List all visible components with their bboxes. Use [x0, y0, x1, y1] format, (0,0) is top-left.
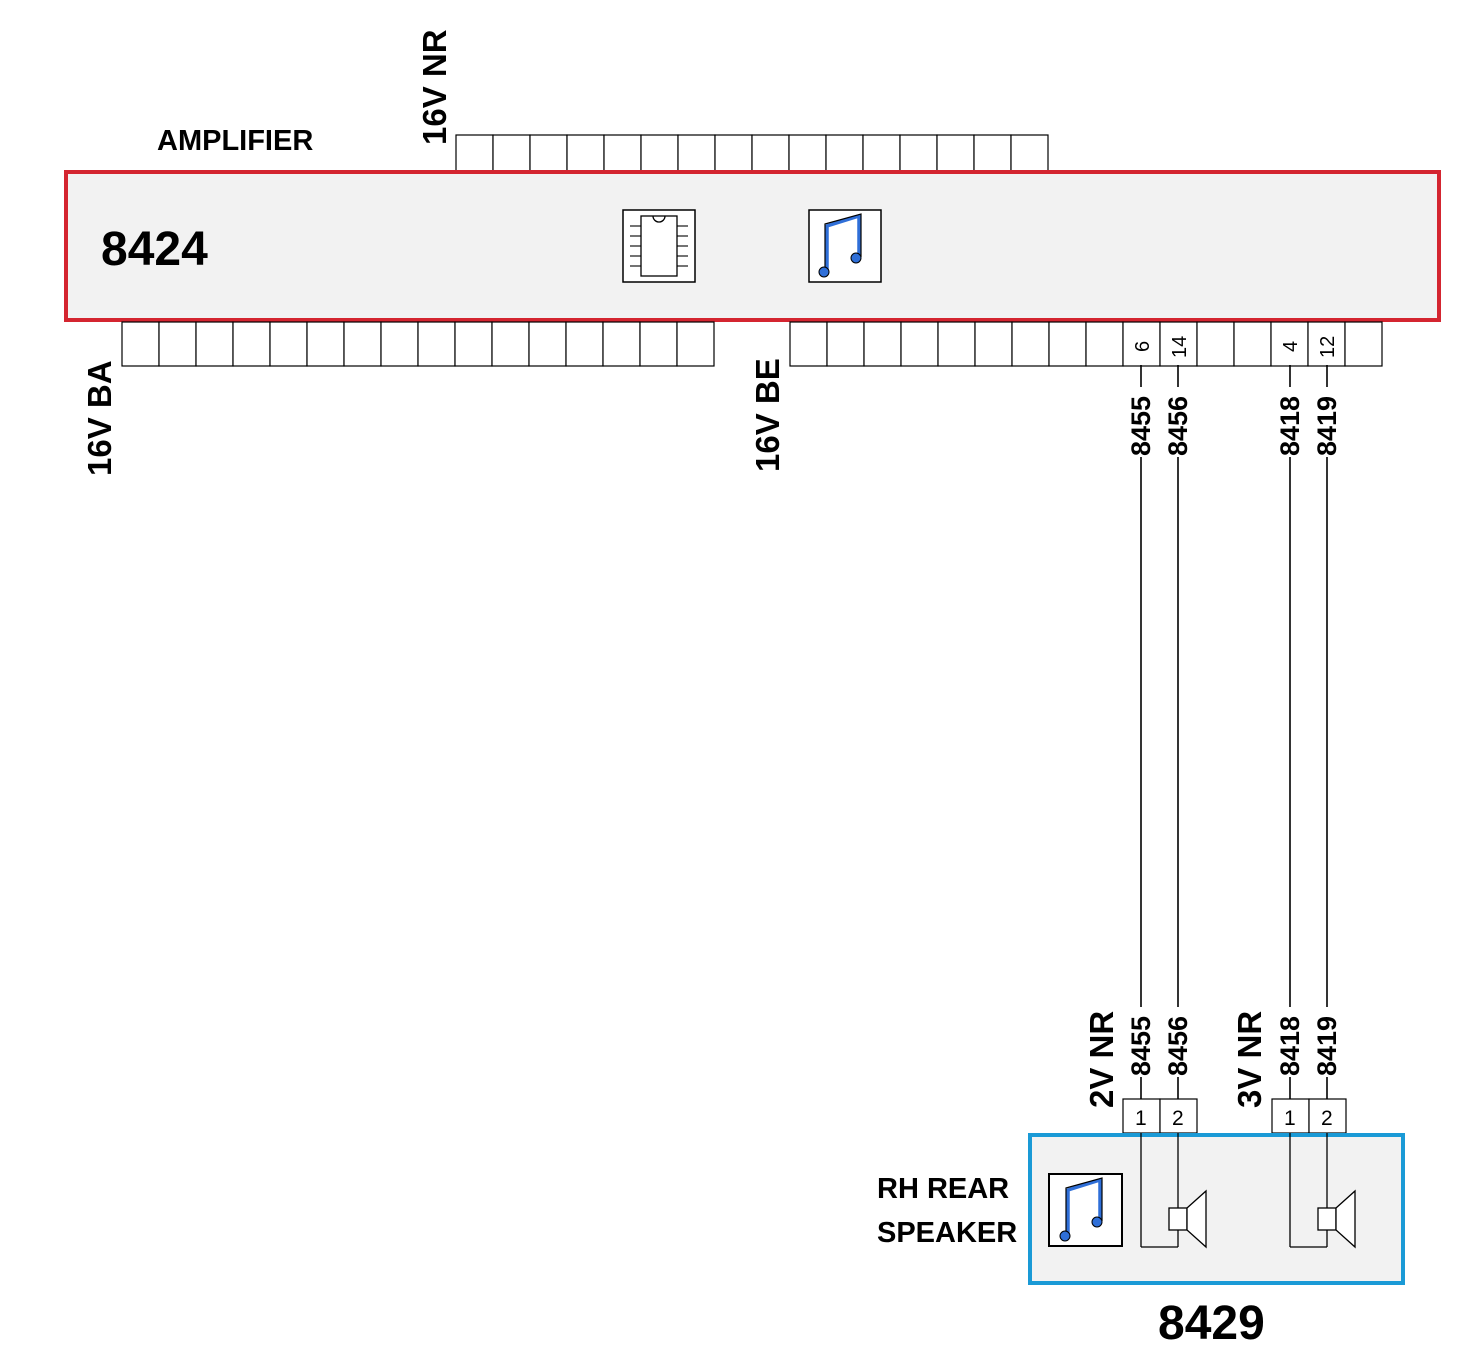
connector-cell — [343, 321, 382, 367]
wire-label: 8418 — [1275, 1016, 1305, 1076]
pin-number: 14 — [1169, 336, 1191, 358]
connector-cell — [789, 321, 828, 367]
connector-label-3v-nr: 3V NR — [1231, 1011, 1268, 1108]
connector-cell — [788, 134, 827, 172]
connector-cell — [1344, 321, 1383, 367]
connector-cell — [269, 321, 308, 367]
connector-cell — [714, 134, 753, 172]
speaker-icon — [1140, 1133, 1207, 1249]
amplifier-connector-bottom-right — [789, 321, 1383, 367]
speaker-title-line1: RH REAR — [877, 1173, 1009, 1205]
pin-number: 2 — [1321, 1107, 1333, 1130]
connector-cell — [566, 134, 605, 172]
speaker-connector-a: 1 2 — [1122, 1098, 1198, 1134]
wire-label: 8455 — [1126, 396, 1156, 456]
pin-number: 6 — [1132, 341, 1154, 352]
connector-cell — [900, 321, 939, 367]
pin-number: 4 — [1280, 341, 1302, 352]
connector-cell — [603, 134, 642, 172]
connector-cell — [640, 134, 679, 172]
speaker-code: 8429 — [1158, 1297, 1265, 1350]
speaker-connector-b: 1 2 — [1271, 1098, 1347, 1134]
connector-cell — [1196, 321, 1235, 367]
ic-chip-icon — [622, 209, 696, 283]
connector-cell — [974, 321, 1013, 367]
amplifier-box — [64, 170, 1441, 322]
wire-label: 8456 — [1163, 396, 1193, 456]
connector-cell — [417, 321, 456, 367]
connector-cell — [973, 134, 1012, 172]
connector-cell — [826, 321, 865, 367]
wire-label: 8419 — [1312, 396, 1342, 456]
wire-label: 8418 — [1275, 396, 1305, 456]
wire-label: 8455 — [1126, 1016, 1156, 1076]
pin-number: 1 — [1284, 1107, 1296, 1130]
connector-cell — [602, 321, 641, 367]
music-note-icon — [1048, 1173, 1123, 1247]
connector-cell — [677, 134, 716, 172]
connector-cell — [1048, 321, 1087, 367]
connector-label-2v-nr: 2V NR — [1083, 1011, 1120, 1108]
connector-cell — [639, 321, 678, 367]
amplifier-title: AMPLIFIER — [157, 125, 313, 157]
connector-cell — [1233, 321, 1272, 367]
pin-number: 12 — [1317, 336, 1339, 358]
connector-cell — [492, 134, 531, 172]
pin-number: 2 — [1172, 1107, 1184, 1130]
connector-cell — [306, 321, 345, 367]
connector-cell — [529, 134, 568, 172]
connector-cell — [454, 321, 493, 367]
connector-cell — [491, 321, 530, 367]
connector-cell — [676, 321, 715, 367]
connector-cell — [380, 321, 419, 367]
connector-cell — [899, 134, 938, 172]
wire-label: 8456 — [1163, 1016, 1193, 1076]
connector-cell — [937, 321, 976, 367]
connector-cell — [158, 321, 197, 367]
connector-label-16v-be: 16V BE — [749, 358, 786, 472]
connector-cell — [528, 321, 567, 367]
amplifier-connector-bottom-left — [121, 321, 715, 367]
amplifier-connector-top — [455, 134, 1049, 172]
connector-cell — [751, 134, 790, 172]
connector-cell — [862, 134, 901, 172]
speaker-icon — [1289, 1133, 1356, 1249]
amplifier-code: 8424 — [101, 223, 208, 276]
connector-cell — [195, 321, 234, 367]
wire-label: 8419 — [1312, 1016, 1342, 1076]
connector-cell — [1159, 321, 1198, 367]
connector-cell — [1010, 134, 1049, 172]
connector-cell — [455, 134, 494, 172]
connector-cell — [863, 321, 902, 367]
speaker-title-line2: SPEAKER — [877, 1217, 1017, 1249]
connector-cell — [565, 321, 604, 367]
connector-cell — [1085, 321, 1124, 367]
connector-cell — [121, 321, 160, 367]
connector-label-16v-nr: 16V NR — [416, 29, 453, 145]
connector-cell — [1011, 321, 1050, 367]
connector-label-16v-ba: 16V BA — [81, 360, 118, 476]
connector-cell — [232, 321, 271, 367]
connector-cell — [936, 134, 975, 172]
pin-number: 1 — [1135, 1107, 1147, 1130]
wire-set — [1140, 365, 1328, 1100]
music-note-icon — [808, 209, 882, 283]
connector-cell — [825, 134, 864, 172]
